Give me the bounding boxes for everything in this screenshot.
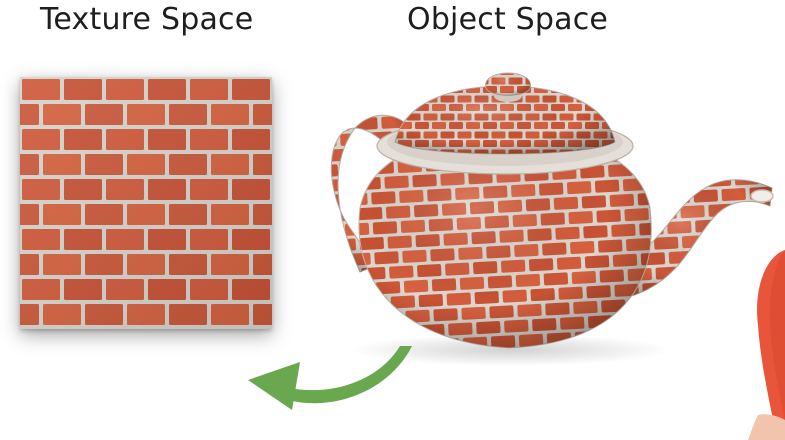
brick-texture-svg xyxy=(20,77,272,329)
teapot-object xyxy=(330,72,774,366)
curved-arrow-icon xyxy=(248,346,412,410)
presenter-hand xyxy=(748,250,785,440)
brick-texture-image xyxy=(20,77,272,329)
texture-space-label: Texture Space xyxy=(40,2,254,37)
object-space-label: Object Space xyxy=(407,2,609,37)
